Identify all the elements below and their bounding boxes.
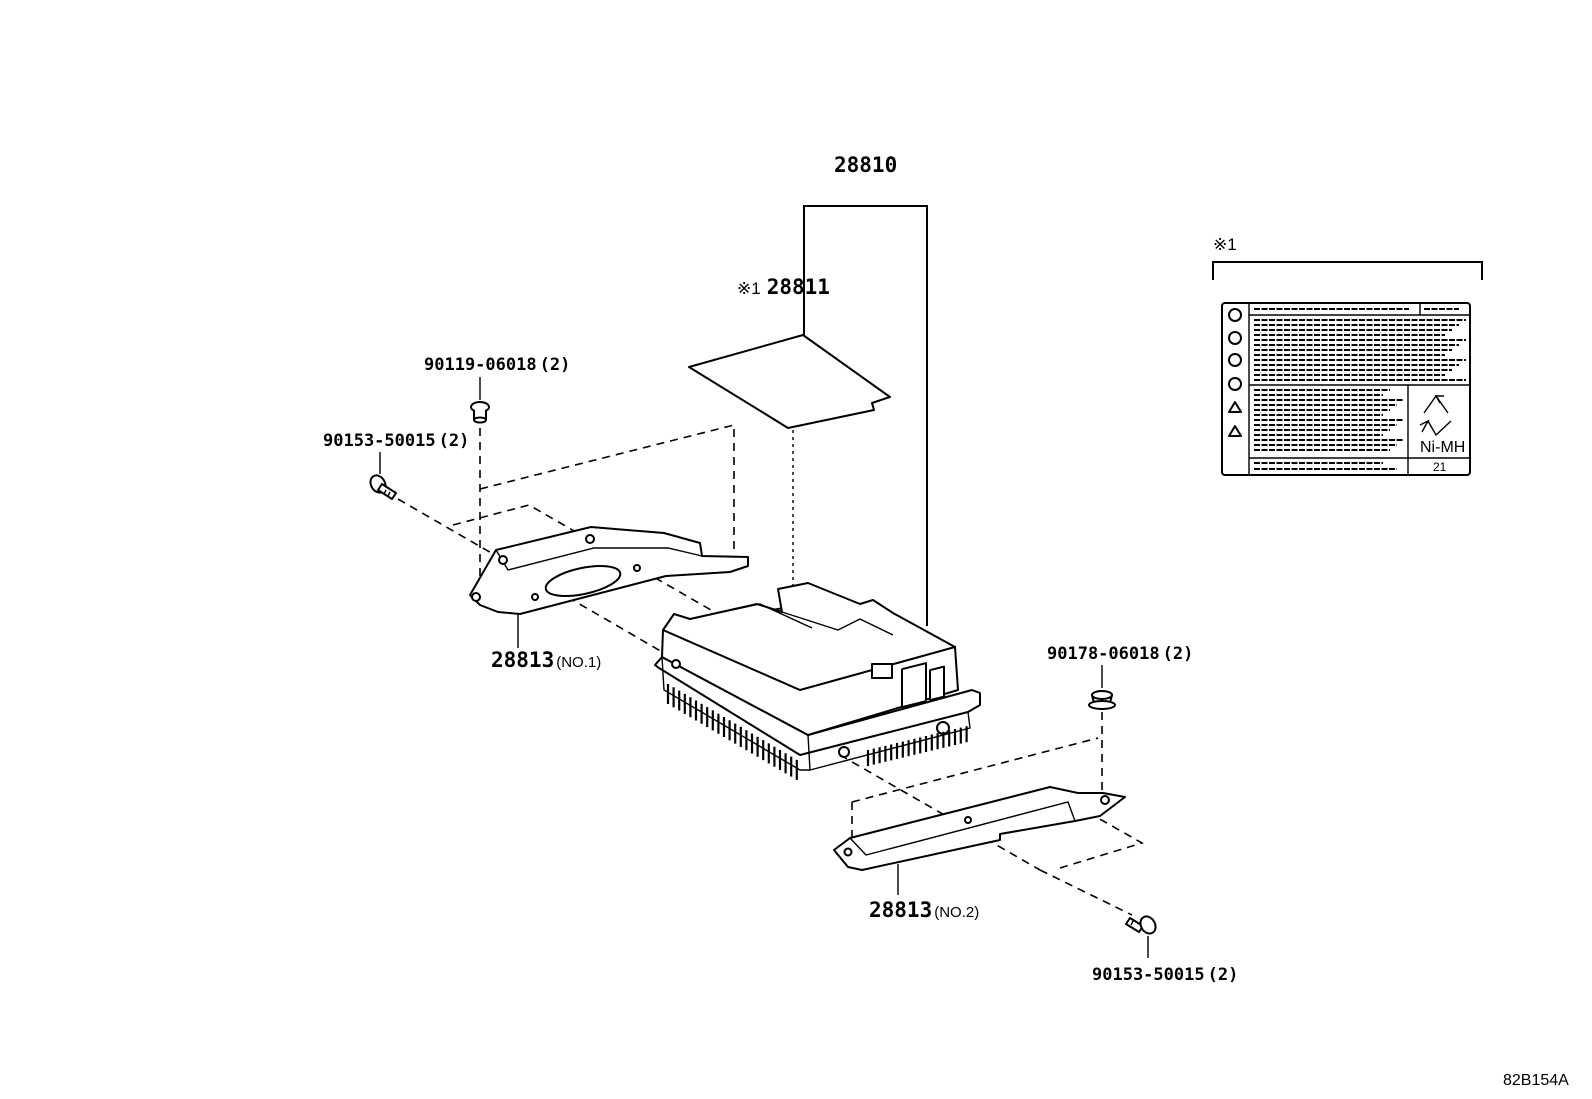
detail-mark: ※1: [1213, 235, 1237, 254]
bracket-1-guide-outline: [479, 423, 735, 550]
bolt-icon: [470, 401, 490, 424]
label-fine-print: [1254, 308, 1466, 470]
screw-icon-right: [1125, 915, 1157, 935]
label-sheet-28811: [688, 334, 891, 429]
bracket-no2: [833, 786, 1126, 871]
assembly-bracket-line: [803, 205, 928, 626]
callout-90153-50015-left: 90153-50015(2): [323, 431, 469, 451]
callout-28813-no2: 28813(NO.2): [869, 898, 979, 922]
ecu-unit: [654, 582, 981, 771]
callout-90119-06018: 90119-06018(2): [424, 355, 570, 375]
bracket-no1: [469, 526, 749, 615]
screw-icon: [369, 474, 397, 500]
bracket-2-guide-outline: [851, 737, 1099, 803]
bracket-1-guide-outline-2: [452, 504, 764, 641]
ecu-fins: [666, 684, 968, 780]
callout-90153-50015-right: 90153-50015(2): [1092, 965, 1238, 985]
nut-icon: [1088, 690, 1116, 710]
detail-bracket-line: [1212, 261, 1483, 280]
label-number: 21: [1433, 460, 1447, 474]
mark-1: ※1: [737, 279, 761, 298]
ni-mh-text: Ni-MH: [1420, 439, 1465, 456]
bracket-2-guide-outline-3: [1059, 817, 1145, 869]
callout-90178-06018: 90178-06018(2): [1047, 644, 1193, 664]
recycle-icon: [1419, 394, 1452, 437]
ecu-guide-line: [839, 754, 1041, 871]
screw-right-guide-line: [1039, 869, 1133, 916]
callout-28810: 28810: [834, 153, 897, 177]
drawing-code: 82B154A: [1503, 1072, 1569, 1089]
callout-28813-no1: 28813(NO.1): [491, 648, 601, 672]
